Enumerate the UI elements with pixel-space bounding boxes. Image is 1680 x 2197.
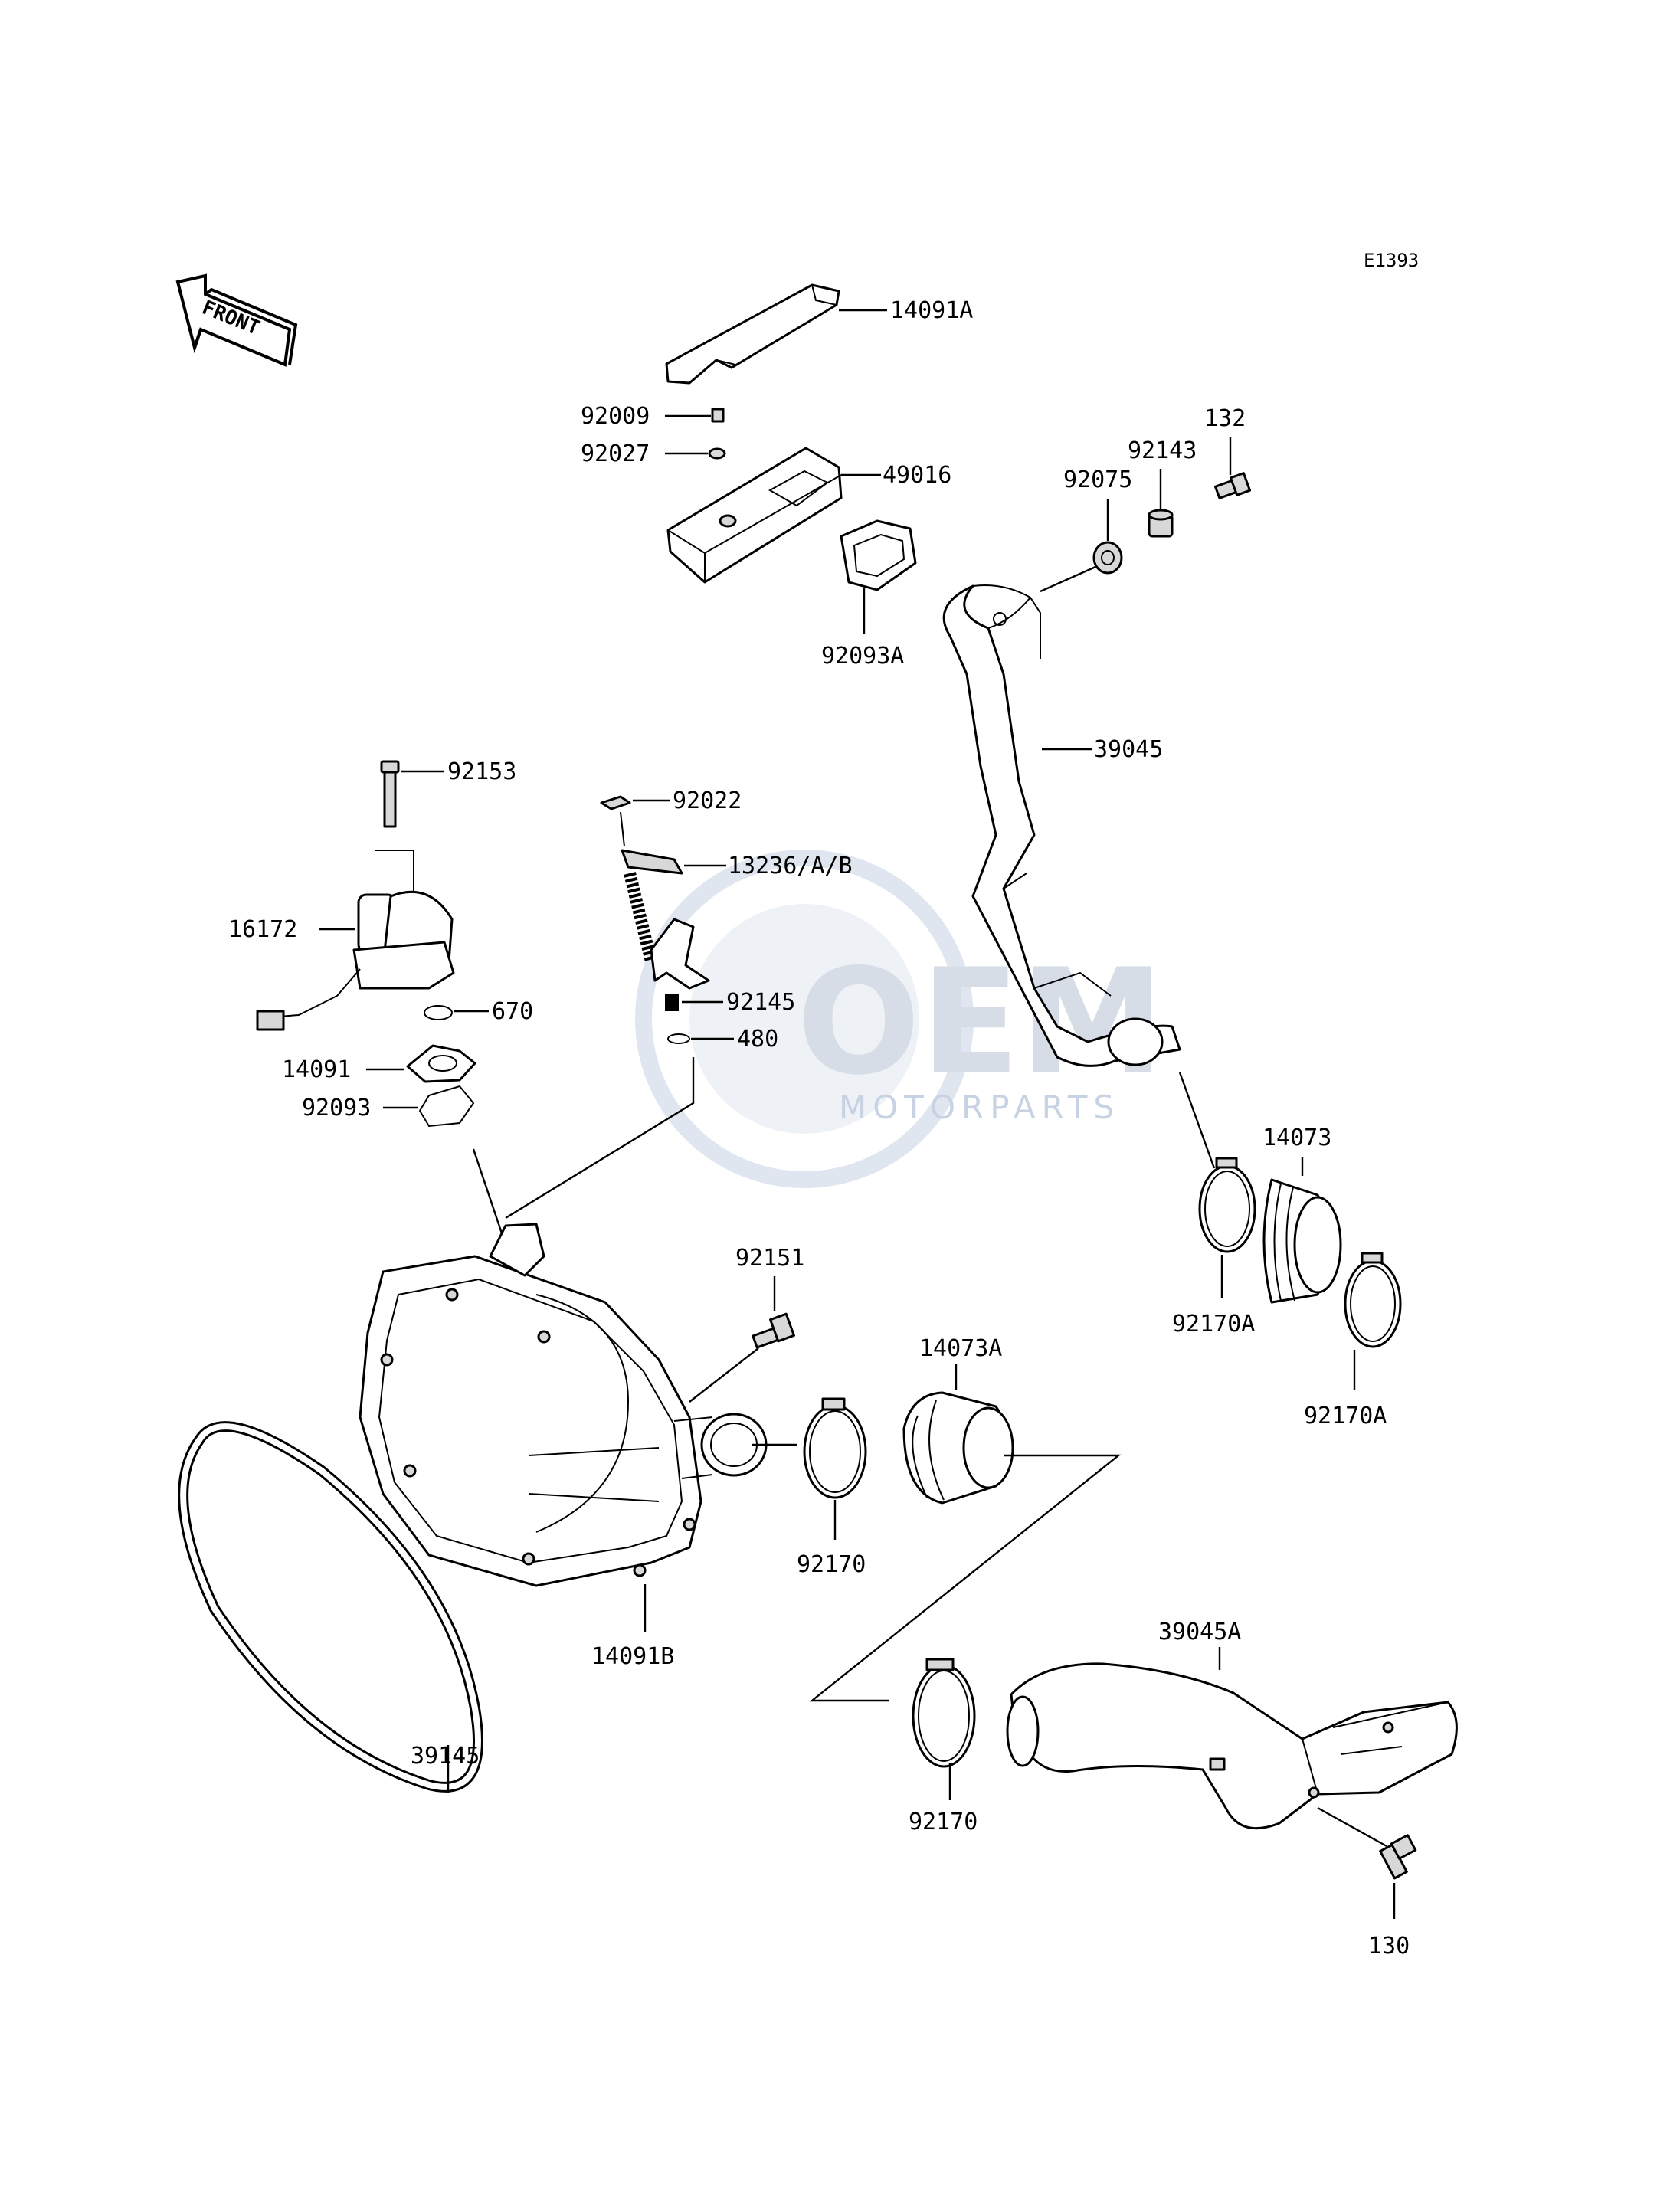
collar-92143-part [1148, 509, 1174, 538]
label-92170-2: 92170 [909, 1809, 978, 1835]
label-92093: 92093 [302, 1095, 371, 1121]
label-92151: 92151 [735, 1245, 804, 1272]
cover-14091-part [406, 1044, 476, 1083]
label-92009: 92009 [581, 403, 650, 430]
grommet-92075-part [1092, 541, 1123, 575]
label-92093A: 92093A [821, 643, 904, 670]
watermark-subtext: MOTORPARTS [839, 1089, 1120, 1126]
label-14091B: 14091B [591, 1643, 674, 1670]
label-39045: 39045 [1094, 736, 1163, 763]
label-130: 130 [1368, 1933, 1410, 1960]
bolt-92151-part [752, 1312, 795, 1349]
label-92075: 92075 [1063, 467, 1132, 493]
clamp-92170-2-part [912, 1658, 976, 1768]
clamp-92170A-1-part [1198, 1157, 1256, 1253]
spring-92145-part [665, 994, 679, 1011]
label-132: 132 [1204, 405, 1246, 432]
label-92027: 92027 [581, 440, 650, 467]
watermark: OEM MOTORPARTS [635, 850, 1164, 1188]
label-14091A: 14091A [890, 297, 973, 324]
boot-14073A-part [902, 1391, 1014, 1505]
label-92170-1: 92170 [797, 1551, 866, 1578]
label-39045A: 39045A [1158, 1619, 1241, 1645]
clamp-92170-1-part [803, 1397, 867, 1499]
label-39145: 39145 [411, 1743, 480, 1770]
housing-49016-part [666, 447, 843, 584]
bolt-132-part [1213, 472, 1252, 499]
actuator-16172-part [256, 850, 455, 1031]
gasket-92093-part [418, 1085, 475, 1128]
lever-13236-part [620, 811, 710, 990]
gasket-92093A-part [840, 519, 917, 591]
cover-14091A-part [665, 283, 840, 385]
front-arrow-icon: FRONT [175, 273, 298, 367]
clamp-92170A-2-part [1344, 1252, 1402, 1348]
label-49016: 49016 [883, 462, 951, 489]
label-14073: 14073 [1262, 1125, 1331, 1151]
label-14073A: 14073A [919, 1335, 1002, 1362]
label-14091: 14091 [282, 1056, 351, 1083]
duct-39045A-part [1006, 1662, 1458, 1830]
label-480: 480 [737, 1026, 778, 1053]
label-92170A-2: 92170A [1304, 1403, 1387, 1429]
label-92022: 92022 [673, 787, 742, 814]
screw-92009-part [711, 408, 725, 423]
watermark-logo: OEM [797, 938, 1164, 1107]
label-92143: 92143 [1128, 437, 1197, 464]
bolt-130-part [1379, 1834, 1417, 1880]
label-92170A-1: 92170A [1172, 1311, 1255, 1338]
belt-39145-part [178, 1421, 483, 1793]
clutch-cover-14091B-part [359, 1223, 768, 1587]
label-92153: 92153 [447, 758, 516, 785]
oring-670-part [424, 1005, 453, 1020]
label-13236: 13236/A/B [728, 853, 853, 879]
washer-92022-part [600, 795, 631, 810]
bolt-92153-part [380, 760, 400, 828]
duct-39045-part [942, 584, 1181, 1067]
washer-92027-part [708, 447, 726, 460]
boot-14073-part [1262, 1178, 1342, 1304]
label-16172: 16172 [228, 916, 297, 943]
label-670: 670 [492, 998, 533, 1025]
label-92145: 92145 [726, 989, 795, 1016]
diagram-code: E1393 [1364, 250, 1419, 271]
circlip-480-part [667, 1033, 690, 1044]
